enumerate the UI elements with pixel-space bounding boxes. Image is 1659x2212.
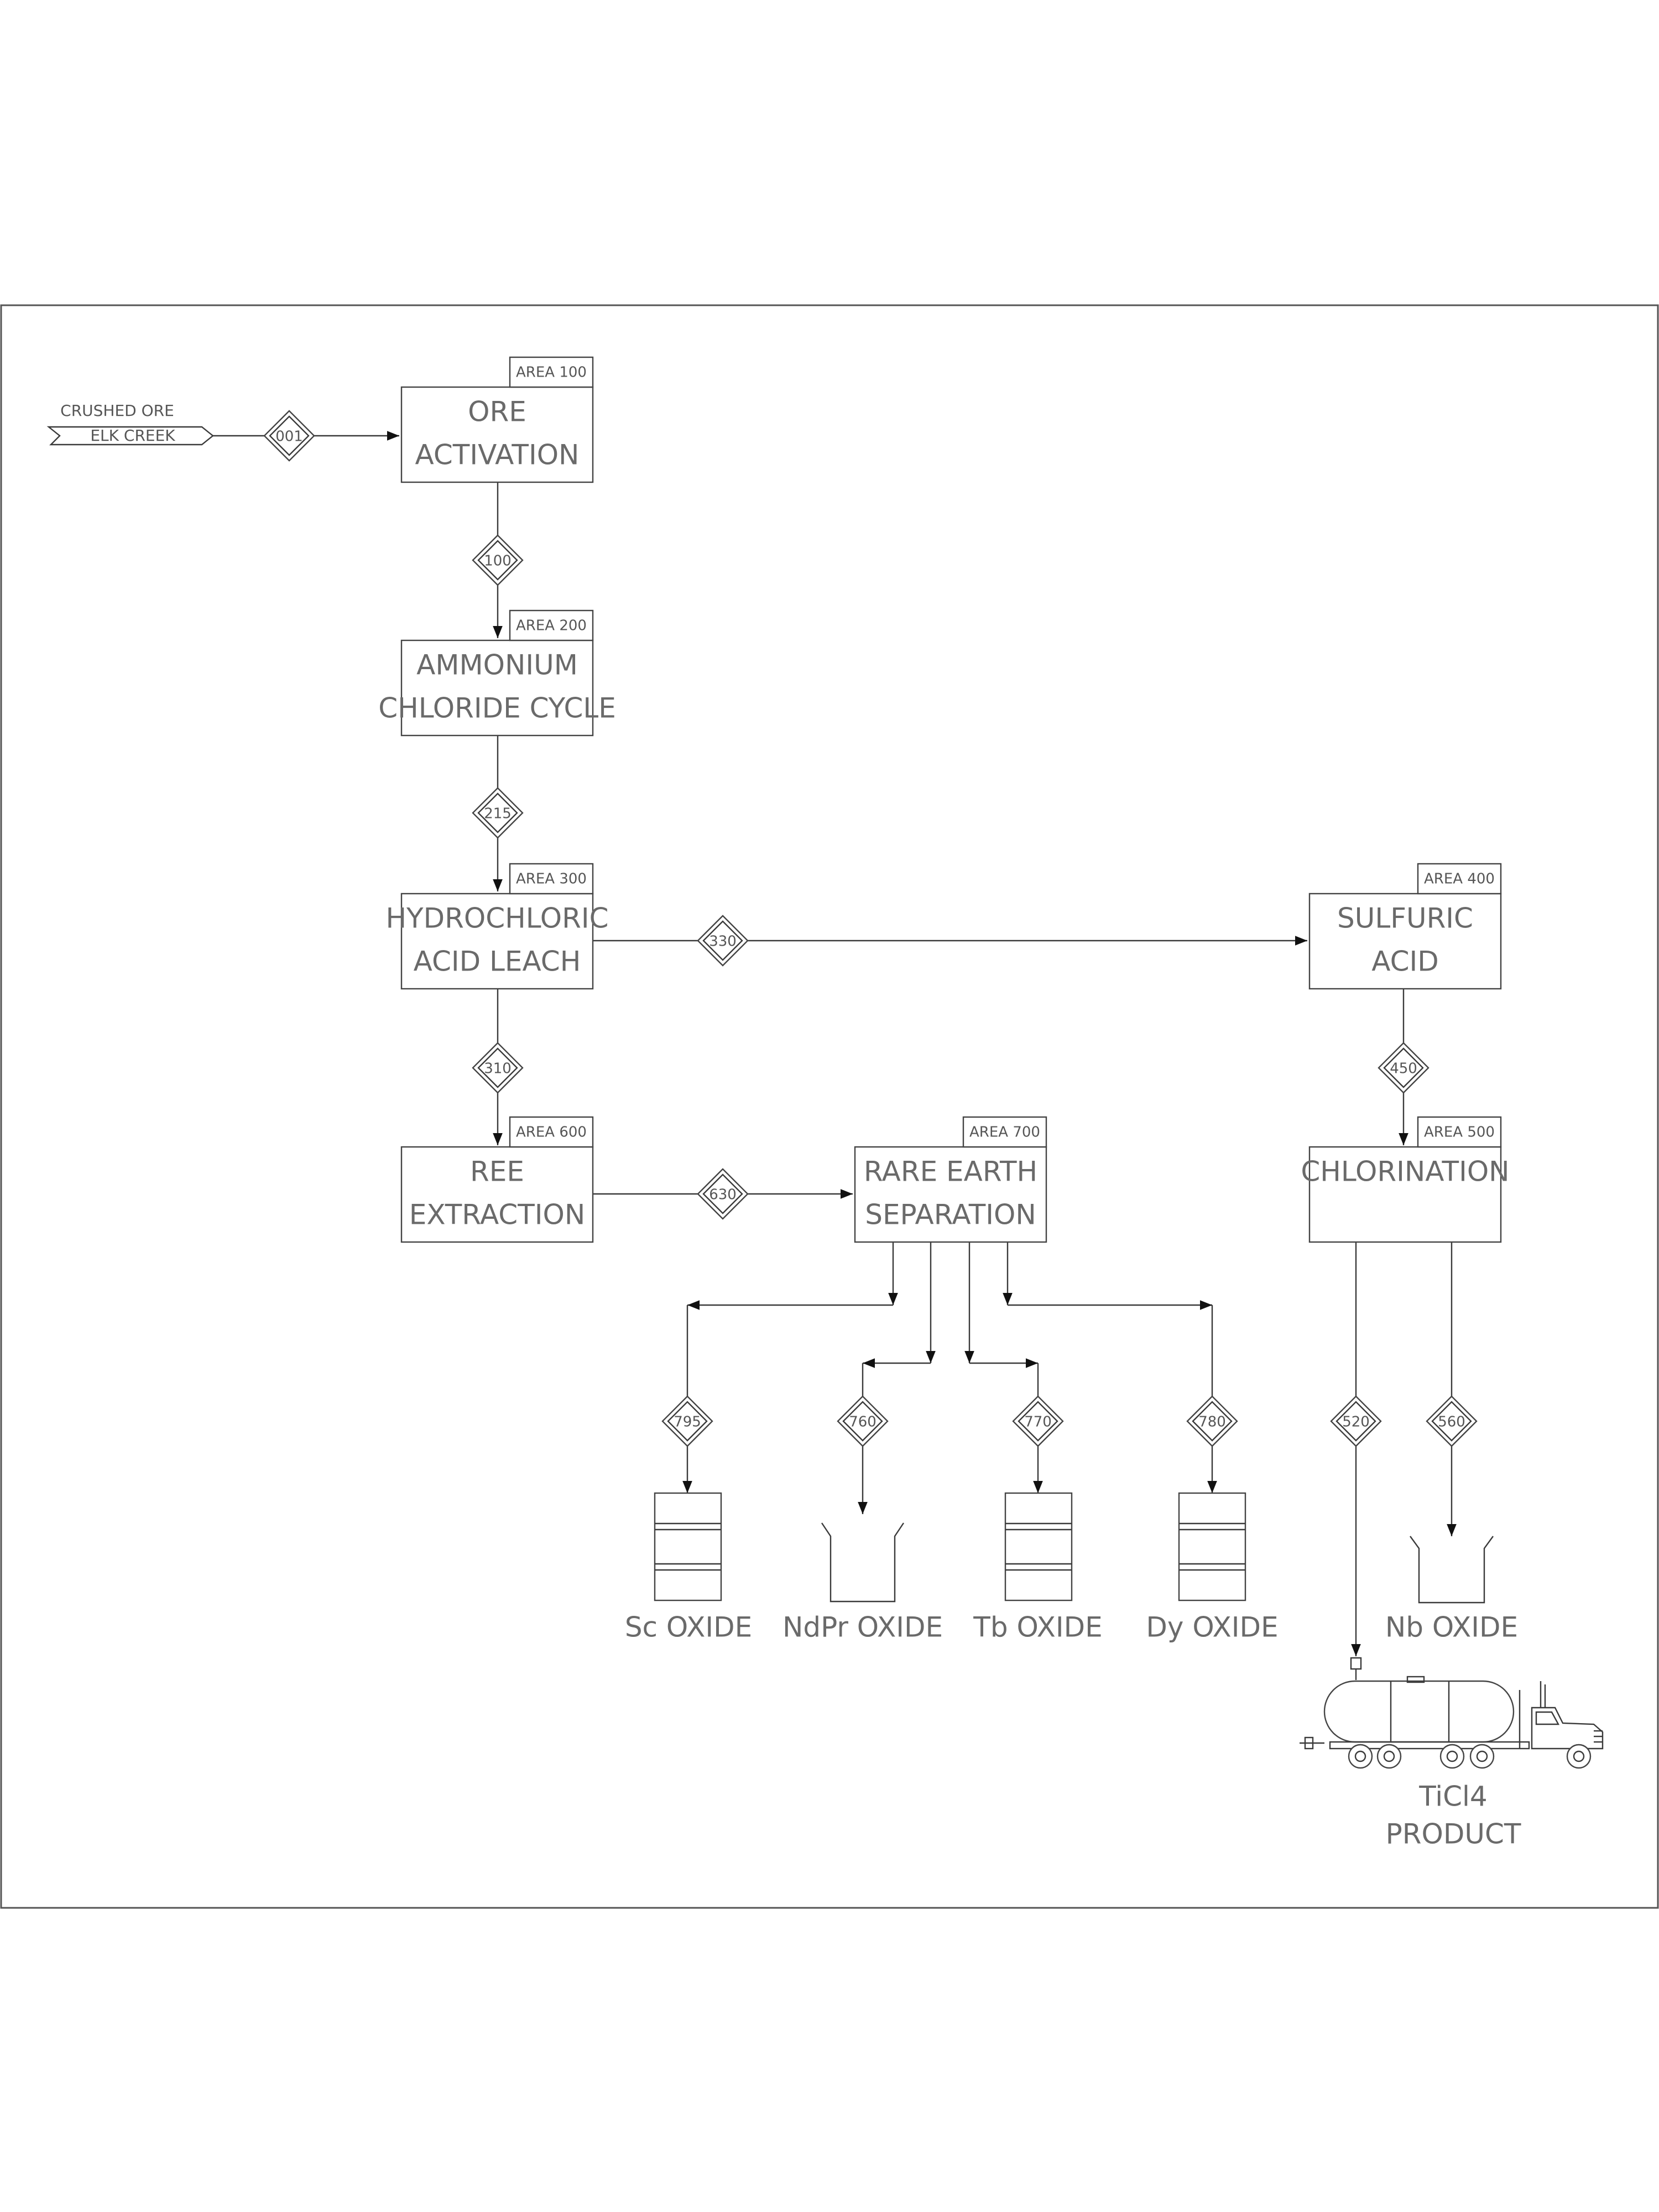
stream-number: 330	[709, 933, 737, 950]
area-title-line1: RARE EARTH	[864, 1156, 1037, 1188]
product-label-ndpr-oxide: NdPr OXIDE	[782, 1611, 943, 1644]
product-label-nb-oxide: Nb OXIDE	[1385, 1611, 1518, 1644]
product-label-ticl4-line1: TiCl4	[1418, 1781, 1488, 1813]
process-area-sulfuric-acid: AREA 400 SULFURIC ACID	[1308, 863, 1502, 990]
drum-icon-sc-oxide	[654, 1492, 722, 1601]
stream-number: 520	[1342, 1414, 1370, 1431]
area-title-line2: ACID	[1371, 946, 1438, 978]
stream-number: 795	[674, 1414, 701, 1431]
area-title-line2: ACTIVATION	[415, 439, 580, 471]
product-label-dy-oxide: Dy OXIDE	[1146, 1611, 1278, 1644]
process-area-hydrochloric-acid-leach: AREA 300 HYDROCHLORIC ACID LEACH	[385, 863, 609, 990]
area-tag: AREA 700	[969, 1124, 1040, 1141]
area-title-line1: HYDROCHLORIC	[385, 902, 608, 935]
stream-tag-001: 001	[263, 410, 315, 462]
area-title-line2: EXTRACTION	[409, 1199, 586, 1231]
area-title-line1: CHLORINATION	[1301, 1156, 1509, 1188]
stream-number: 450	[1390, 1061, 1417, 1077]
bin-icon-ndpr-oxide	[821, 1522, 904, 1603]
stream-tag-520: 520	[1330, 1395, 1382, 1447]
area-tag: AREA 300	[516, 871, 587, 888]
process-area-ore-activation: AREA 100 ORE ACTIVATION	[400, 356, 594, 483]
area-tag: AREA 600	[516, 1124, 587, 1141]
bin-icon-nb-oxide	[1410, 1536, 1494, 1604]
process-area-ree-extraction: AREA 600 REE EXTRACTION	[400, 1116, 594, 1243]
stream-tag-630: 630	[697, 1168, 749, 1220]
stream-tag-780: 780	[1186, 1395, 1238, 1447]
stream-tag-100: 100	[472, 534, 524, 586]
stream-number: 770	[1024, 1414, 1052, 1431]
input-label-line1: CRUSHED ORE	[60, 401, 174, 420]
area-title-line2: CHLORIDE CYCLE	[378, 692, 616, 724]
stream-tag-215: 215	[472, 787, 524, 839]
product-label-tb-oxide: Tb OXIDE	[973, 1611, 1102, 1644]
input-crushed-ore: CRUSHED ORE ELK CREEK	[46, 401, 214, 446]
stream-tag-450: 450	[1378, 1042, 1430, 1094]
stream-tag-795: 795	[661, 1395, 713, 1447]
input-label-line2: ELK CREEK	[90, 426, 175, 445]
area-title-line2: ACID LEACH	[414, 946, 581, 978]
stream-tag-770: 770	[1012, 1395, 1064, 1447]
stream-number: 630	[709, 1187, 737, 1203]
area-title-line1: REE	[470, 1156, 524, 1188]
product-label-sc-oxide: Sc OXIDE	[625, 1611, 752, 1644]
stream-tag-560: 560	[1426, 1395, 1478, 1447]
area-title-line1: AMMONIUM	[416, 649, 578, 681]
process-area-ammonium-chloride-cycle: AREA 200 AMMONIUM CHLORIDE CYCLE	[378, 609, 616, 737]
stream-number: 100	[484, 553, 512, 570]
area-tag: AREA 500	[1424, 1124, 1495, 1141]
stream-number: 310	[484, 1061, 512, 1077]
area-tag: AREA 200	[516, 618, 587, 634]
stream-tags: 001 100 215 330 310 450	[263, 410, 1478, 1447]
product-label-ticl4-line2: PRODUCT	[1386, 1818, 1521, 1850]
stream-number: 215	[484, 806, 512, 822]
area-tag: AREA 100	[516, 364, 587, 381]
stream-number: 001	[275, 429, 303, 445]
stream-number: 780	[1198, 1414, 1226, 1431]
stream-number: 760	[849, 1414, 877, 1431]
area-tag: AREA 400	[1424, 871, 1495, 888]
drawing-frame	[0, 304, 1659, 1909]
stream-tag-310: 310	[472, 1042, 524, 1094]
area-title-line2: SEPARATION	[865, 1199, 1036, 1231]
area-title-line1: ORE	[468, 396, 526, 428]
stream-number: 560	[1438, 1414, 1465, 1431]
tanker-truck-icon	[1300, 1657, 1604, 1769]
flow-lines	[213, 431, 1457, 1656]
stream-tag-760: 760	[837, 1395, 889, 1447]
drum-icon-tb-oxide	[1004, 1492, 1073, 1601]
process-area-chlorination: AREA 500 CHLORINATION	[1301, 1116, 1510, 1243]
stream-tag-330: 330	[697, 915, 749, 967]
drum-icon-dy-oxide	[1178, 1492, 1246, 1601]
process-area-rare-earth-separation: AREA 700 RARE EARTH SEPARATION	[854, 1116, 1047, 1243]
area-title-line1: SULFURIC	[1337, 902, 1473, 935]
